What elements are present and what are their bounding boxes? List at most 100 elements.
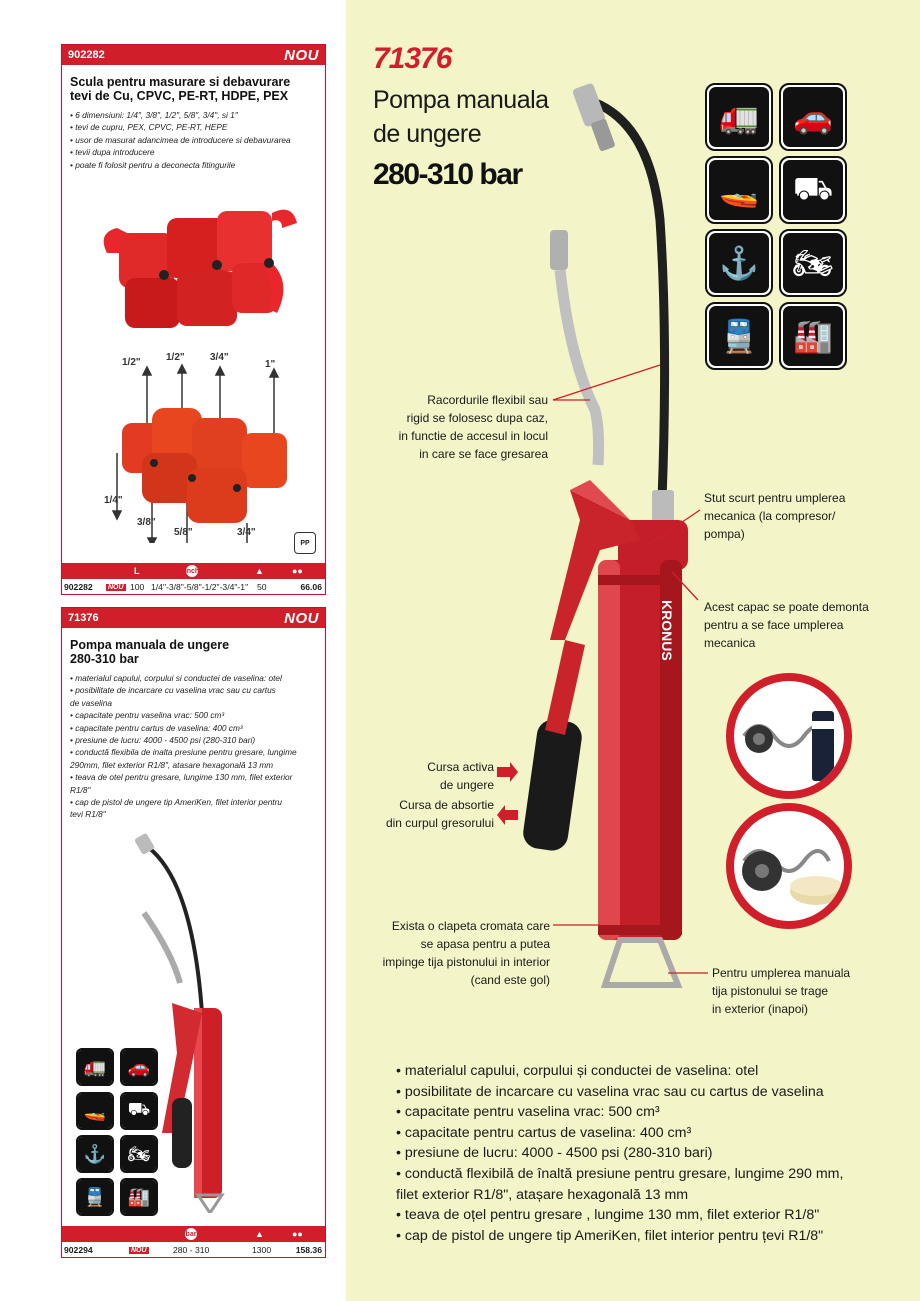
product-card-71376: 71376 NOU Pompa manuala de ungere 280-31… <box>61 607 326 1258</box>
cartridge-detail-image <box>726 673 852 799</box>
hero-pressure: 280-310 bar <box>373 158 523 191</box>
hero-title-line: Pompa manuala <box>373 86 549 114</box>
weight-icon: ▲ <box>255 566 264 576</box>
deburring-tool-dimensions-image <box>111 363 287 543</box>
size-label: 1/4" <box>104 495 123 506</box>
hero-feature-item: capacitate pentru cartus de vaselina: 40… <box>396 1123 866 1144</box>
annotation-line: se apasa pentru a putea <box>420 937 550 951</box>
train-icon: 🚆 <box>705 302 773 370</box>
size-label: 3/4" <box>210 352 229 363</box>
title-line: Pompa manuala de ungere <box>70 638 230 652</box>
row-sizes: 1/4"-3/8"-5/8"-1/2"-3/4"-1" <box>151 582 249 592</box>
row-qty: 50 <box>257 582 267 592</box>
row-code: 902282 <box>64 582 93 592</box>
hero-feature-item: presiune de lucru: 4000 - 4500 psi (280-… <box>396 1143 866 1164</box>
feature-item: teava de otel pentru gresare, lungime 13… <box>70 771 317 783</box>
crane-icon: ⚓ <box>705 229 773 297</box>
hero-feature-item: posibilitate de incarcare cu vaselina vr… <box>396 1082 866 1103</box>
feature-item: 6 dimensiuni: 1/4", 3/8", 1/2", 5/8", 3/… <box>70 109 317 121</box>
annotation-active-stroke: Cursa activa de ungere <box>380 758 494 794</box>
row-length: 100 <box>130 582 145 592</box>
annotation-line: mecanica <box>704 636 756 650</box>
hero-title: Pompa manuala de ungere <box>373 83 549 151</box>
title-line: Scula pentru masurare si debavurare <box>70 75 291 89</box>
title-line: tevi de Cu, CPVC, PE-RT, HDPE, PEX <box>70 89 289 103</box>
coins-icon: ●● <box>292 566 303 576</box>
annotation-line: in functie de accesul in locul <box>398 429 548 443</box>
feature-item: materialul capului, corpului si conducte… <box>70 672 317 684</box>
truck-icon: 🚛 <box>76 1048 114 1086</box>
annotation-absorb-stroke: Cursa de absortie din curpul gresorului <box>370 796 494 832</box>
annotation-line: Cursa de absortie <box>399 798 494 812</box>
motorcycle-icon: 🏍 <box>779 229 847 297</box>
hero-title-line: de ungere <box>373 120 482 148</box>
annotation-line: Acest capac se poate demonta <box>704 600 869 614</box>
feature-item: de vaselina <box>70 697 112 708</box>
feature-item: 290mm, filet exterior R1/8", atasare hex… <box>70 759 274 770</box>
size-label: 1/2" <box>166 352 185 363</box>
boat-icon: 🚤 <box>705 156 773 224</box>
size-label: 1" <box>265 359 276 370</box>
annotation-line: in care se face gresarea <box>419 447 548 461</box>
feature-list: 6 dimensiuni: 1/4", 3/8", 1/2", 5/8", 3/… <box>62 107 325 171</box>
feature-item: capacitate pentru cartus de vaselina: 40… <box>70 722 317 734</box>
feature-item: capacitate pentru vaselina vrac: 500 cm³ <box>70 709 317 721</box>
title-line: 280-310 bar <box>70 652 139 666</box>
row-code: 902294 <box>64 1245 93 1255</box>
row-pressure: 280 - 310 <box>173 1245 210 1255</box>
row-price: 66.06 <box>300 582 322 592</box>
spec-table-header: bar ▲ ●● <box>62 1226 325 1242</box>
hero-feature-item: teava de oțel pentru gresare , lungime 1… <box>396 1205 866 1226</box>
feature-item: cap de pistol de ungere tip AmeriKen, fi… <box>70 796 317 808</box>
car-icon: 🚗 <box>120 1048 158 1086</box>
spec-table-header: L inch ▲ ●● <box>62 563 325 579</box>
card-header: 902282 NOU <box>62 45 325 65</box>
product-code: 902282 <box>68 49 105 61</box>
bulk-grease-detail-image <box>726 803 852 929</box>
annotation-cap: Acest capac se poate demonta pentru a se… <box>704 598 884 652</box>
feature-item: tevi de cupru, PEX, CPVC, PE-RT, HEPE <box>70 121 317 133</box>
forklift-icon: ⛟ <box>779 156 847 224</box>
hero-feature-item: conductă flexibilă de înaltă presiune pe… <box>396 1164 866 1185</box>
size-label: 5/8" <box>174 527 193 538</box>
annotation-line: in exterior (inapoi) <box>712 1002 809 1016</box>
size-label: 3/4" <box>237 527 256 538</box>
row-new-tag: NOU <box>129 1246 149 1254</box>
grease-gun-image <box>135 833 225 1213</box>
feature-item: conductă flexibila de inalta presiune pe… <box>70 746 317 758</box>
motorcycle-icon: 🏍 <box>120 1135 158 1173</box>
factory-icon: 🏭 <box>779 302 847 370</box>
annotation-line: mecanica (la compresor/ <box>704 509 836 523</box>
annotation-line: Stut scurt pentru umplerea <box>704 491 846 505</box>
feature-list: materialul capului, corpului si conducte… <box>62 670 325 821</box>
new-badge: NOU <box>284 609 319 627</box>
annotation-line: Exista o clapeta cromata care <box>391 919 550 933</box>
feature-item: usor de masurat adancimea de introducere… <box>70 134 317 146</box>
annotation-line: de ungere <box>439 778 494 792</box>
pp-material-icon: PP <box>294 532 316 554</box>
grease-gun-illustration: KRONUS <box>523 83 688 988</box>
size-label: 3/8" <box>137 517 156 528</box>
boat-icon: 🚤 <box>76 1092 114 1130</box>
hero-feature-item: capacitate pentru vaselina vrac: 500 cm³ <box>396 1102 866 1123</box>
row-price: 158.36 <box>295 1245 322 1255</box>
crane-icon: ⚓ <box>76 1135 114 1173</box>
spec-table-row: 902294 NOU 280 - 310 1300 158.36 <box>62 1243 325 1257</box>
annotation-connectors: Racordurile flexibil sau rigid se folose… <box>380 391 548 463</box>
annotation-line: din curpul gresorului <box>385 816 494 830</box>
pp-label: PP <box>300 539 310 547</box>
coins-icon: ●● <box>292 1229 303 1239</box>
truck-icon: 🚛 <box>705 83 773 151</box>
new-badge: NOU <box>284 46 319 64</box>
product-code: 71376 <box>68 612 99 624</box>
feature-item: tevi R1/8" <box>70 809 106 820</box>
product-title: Scula pentru masurare si debavurare tevi… <box>62 65 325 107</box>
annotation-line: tija pistonului se trage <box>712 984 829 998</box>
annotation-line: pentru a se face umplerea <box>704 618 844 632</box>
annotation-line: (cand este gol) <box>470 973 550 987</box>
factory-icon: 🏭 <box>120 1178 158 1216</box>
card-header: 71376 NOU <box>62 608 325 628</box>
annotation-line: impinge tija pistonului in interior <box>382 955 550 969</box>
hero-feature-item: cap de pistol de ungere tip AmeriKen, fi… <box>396 1226 866 1247</box>
annotation-nozzle: Stut scurt pentru umplerea mecanica (la … <box>704 489 884 543</box>
